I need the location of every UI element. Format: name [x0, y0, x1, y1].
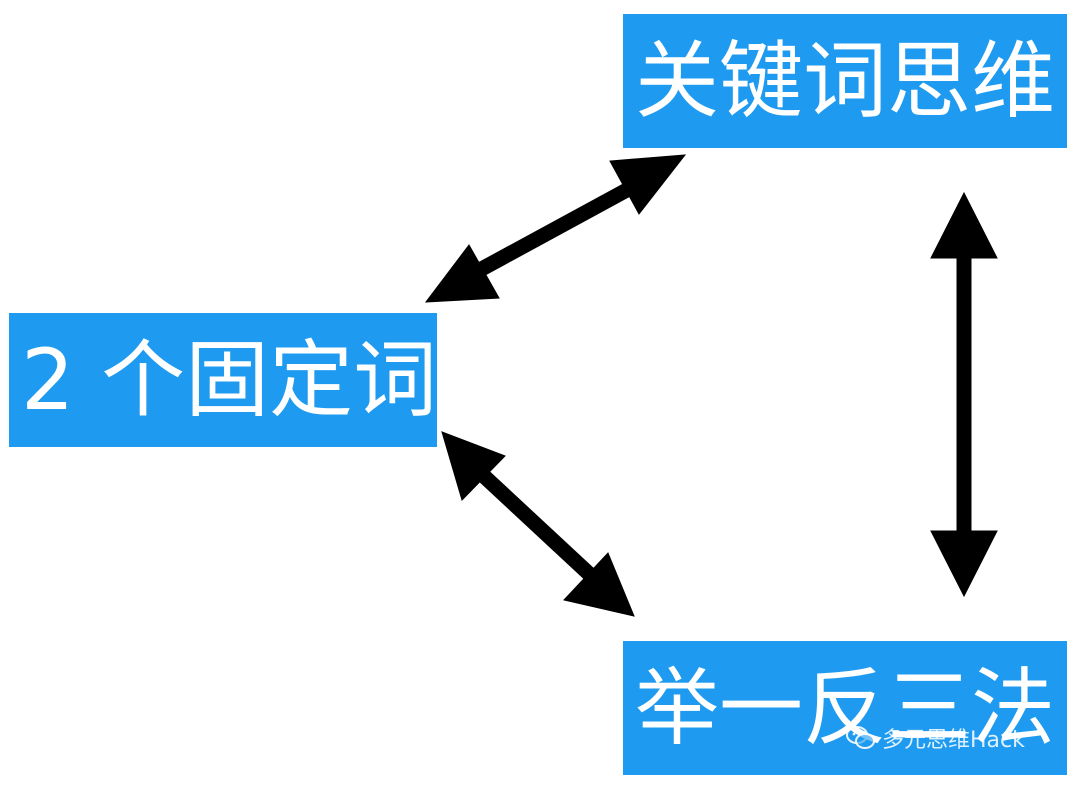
watermark: 多元思维Hack: [846, 722, 1025, 754]
arrow-keyword-analogy: [930, 191, 998, 598]
node-analogy-method-label: 举一反三法: [634, 659, 1055, 757]
wechat-icon: [846, 726, 875, 749]
watermark-text: 多元思维Hack: [882, 728, 1025, 753]
node-keyword-thinking-label: 关键词思维: [634, 32, 1055, 130]
arrow-two-words-keyword: [424, 154, 687, 303]
arrow-two-words-analogy: [441, 431, 635, 617]
node-analogy-method: 举一反三法: [623, 641, 1067, 775]
node-keyword-thinking: 关键词思维: [623, 14, 1067, 148]
node-two-fixed-words: 2 个固定词: [9, 313, 437, 447]
node-two-fixed-words-label: 2 个固定词: [21, 331, 438, 429]
